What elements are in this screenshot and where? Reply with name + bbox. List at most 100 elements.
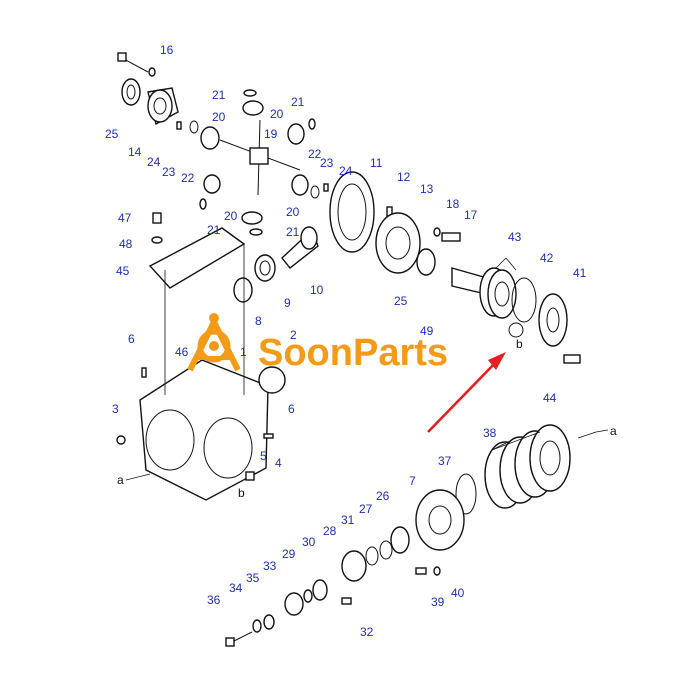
label-19: 19 [264,127,278,141]
marker-b-bottom: b [238,486,245,500]
label-39: 39 [431,595,445,609]
label-42: 42 [540,251,554,265]
ring-23-right [310,185,320,199]
label-20: 20 [224,209,238,223]
flange-28 [341,550,367,582]
label-21: 21 [212,88,226,102]
label-25: 25 [394,294,408,308]
pinion-gear-22-left [200,126,220,150]
bolt-39 [415,567,427,575]
label-28: 28 [323,524,337,538]
bearing-cage-7 [415,489,465,551]
label-5: 5 [260,449,267,463]
pinion-gear-22-right [291,174,309,196]
reference-markers: a b b a [117,337,617,500]
washer-29 [303,589,313,603]
differential-case-13 [375,212,421,274]
ring-23-left [189,120,199,134]
washer-34 [252,619,262,633]
piston-41 [538,293,568,347]
label-18: 18 [446,197,460,211]
washer-48 [151,236,163,244]
bearing-30 [312,579,328,601]
label-6: 6 [128,332,135,346]
sleeve-2 [258,366,286,394]
bolt-32 [341,597,352,605]
bolt-17 [441,232,461,242]
gear-person-icon [187,313,241,372]
seal-31 [365,546,379,566]
label-12: 12 [397,170,411,184]
o-ring-37 [455,473,477,515]
washer-21-bottom [249,228,263,236]
ring-gear-11 [329,171,375,253]
disc-pack-38 [484,424,571,509]
label-2: 2 [290,328,297,342]
label-33: 33 [263,559,277,573]
label-9: 9 [284,296,291,310]
pin-24-left [176,121,182,130]
label-6: 6 [288,402,295,416]
pinion-gear-20-top [242,100,264,116]
label-30: 30 [302,535,316,549]
pinion-gear-20-lower-left [203,174,221,194]
soonparts-logo: SoonParts [187,313,448,374]
bearing-9 [254,254,276,282]
marker-a-left: a [117,473,124,487]
marker-b-right: b [516,337,523,351]
label-20: 20 [286,205,300,219]
label-24: 24 [147,155,161,169]
label-21: 21 [291,95,305,109]
washer-21-top [243,89,257,97]
marker-a-right: a [610,424,617,438]
label-1: 1 [240,345,247,359]
bolt-36 [225,631,253,647]
pinion-gear-20-right [287,123,305,145]
label-38: 38 [483,426,497,440]
label-24: 24 [339,164,353,178]
callout-labels: 16 25 14 24 23 22 21 20 21 20 19 22 23 2… [105,43,587,639]
label-34: 34 [229,581,243,595]
label-20: 20 [212,110,226,124]
red-pointer-arrow [427,352,506,433]
pinion-gear-20-bottom [241,211,263,225]
label-22: 22 [308,147,322,161]
label-32: 32 [360,625,374,639]
label-8: 8 [255,314,262,328]
differential-case-14 [147,87,179,126]
label-31: 31 [341,513,355,527]
label-27: 27 [359,502,373,516]
bolt-44 [563,354,581,364]
label-37: 37 [438,454,452,468]
snap-ring-42 [511,277,537,323]
label-40: 40 [451,586,465,600]
washer-40 [433,566,441,576]
washer-35 [263,614,275,630]
pin-6-left [141,367,147,378]
label-41: 41 [573,266,587,280]
bearing-25-mid [416,248,436,276]
leader-lines [164,244,597,451]
logo-wordmark: SoonParts [258,332,448,374]
label-16: 16 [160,43,174,57]
bearing-8 [233,277,253,303]
washer-16 [148,67,156,77]
label-23: 23 [162,165,176,179]
label-49: 49 [420,324,434,338]
o-ring-b [508,322,524,338]
label-7: 7 [409,474,416,488]
drive-pinion-10 [281,226,319,269]
label-44: 44 [543,391,557,405]
label-22: 22 [181,171,195,185]
label-29: 29 [282,547,296,561]
label-23: 23 [320,156,334,170]
label-17: 17 [464,208,478,222]
label-48: 48 [119,237,133,251]
washer-18 [433,227,441,237]
label-43: 43 [508,230,522,244]
label-26: 26 [376,489,390,503]
label-46: 46 [175,345,189,359]
bearing-26 [390,526,410,554]
label-10: 10 [310,283,324,297]
